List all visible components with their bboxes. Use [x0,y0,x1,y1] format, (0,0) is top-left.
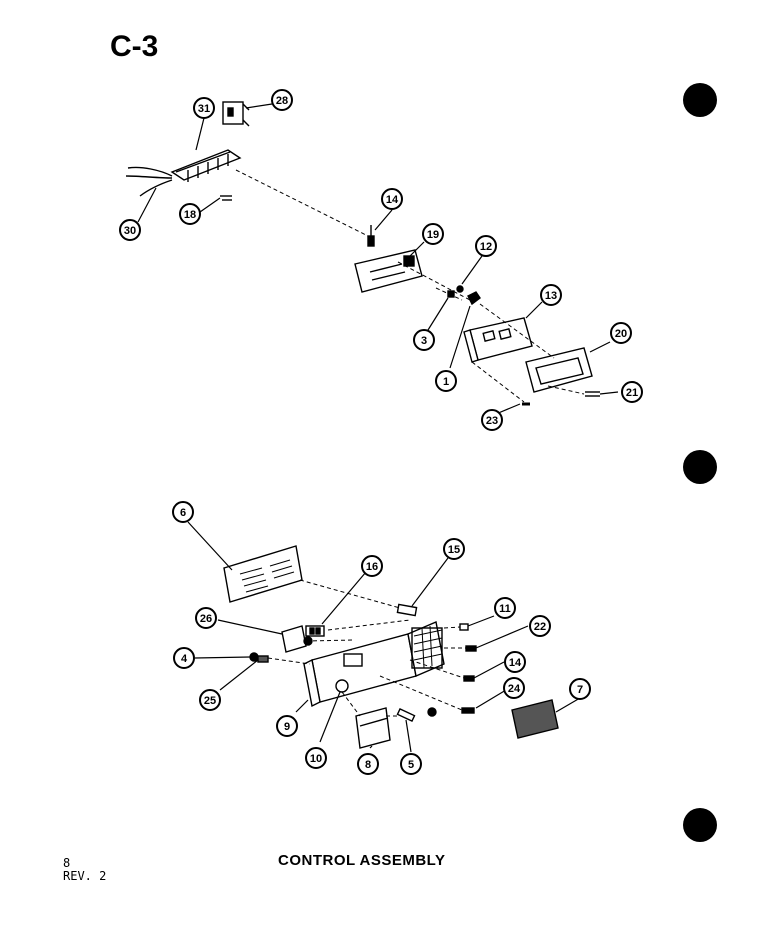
callout-15: 15 [443,538,465,560]
part-screw-18 [220,195,232,201]
callout-11: 11 [494,597,516,619]
binder-hole-middle [683,450,717,484]
svg-text:10: 10 [310,753,322,765]
part-display-lens [525,347,593,393]
callout-8: 8 [357,753,379,775]
callout-10: 10 [305,747,327,769]
callout-31: 31 [193,97,215,119]
svg-text:13: 13 [545,290,557,302]
part-screw-14-upper [367,225,375,247]
svg-text:19: 19 [427,229,439,241]
svg-text:30: 30 [124,225,136,237]
lower-assembly-lines [267,579,466,717]
callout-14-upper: 14 [381,188,403,210]
svg-text:25: 25 [204,695,216,707]
callout-16: 16 [361,555,383,577]
callout-22: 22 [529,615,551,637]
part-circuit-board [223,545,303,603]
callout-21: 21 [621,381,643,403]
svg-text:1: 1 [443,376,449,388]
callouts: 31 28 30 18 14 19 12 3 1 13 20 23 21 6 1… [119,89,643,775]
svg-text:6: 6 [180,507,186,519]
callout-18: 18 [179,203,201,225]
callout-9: 9 [276,715,298,737]
svg-text:22: 22 [534,621,546,633]
callout-13: 13 [540,284,562,306]
callout-3: 3 [413,329,435,351]
part-wires [125,166,173,197]
part-bolt-15 [396,603,418,617]
part-spacer [456,285,464,293]
upper-assembly-lines [235,169,585,403]
callout-6: 6 [172,501,194,523]
part-keypad [511,699,559,739]
svg-text:8: 8 [365,759,371,771]
page-code: C-3 [110,30,159,63]
part-screw-3 [447,290,455,298]
callout-4: 4 [173,647,195,669]
callout-7: 7 [569,678,591,700]
svg-text:23: 23 [486,415,498,427]
part-screw-5 [396,707,416,723]
diagram-caption: CONTROL ASSEMBLY [278,852,446,869]
svg-text:28: 28 [276,95,288,107]
svg-text:14: 14 [386,194,399,206]
part-connector [305,625,325,637]
binder-hole-bottom [683,808,717,842]
part-screw-14-lower [463,675,475,682]
part-screw-22 [465,645,477,652]
part-chassis [303,621,445,708]
page-number: 8 [63,856,71,870]
svg-text:21: 21 [626,387,638,399]
part-screw-11 [459,623,469,631]
svg-text:5: 5 [408,759,414,771]
callout-12: 12 [475,235,497,257]
upper-assembly [125,101,600,406]
svg-text:20: 20 [615,328,627,340]
svg-text:3: 3 [421,335,427,347]
svg-text:11: 11 [499,603,511,615]
svg-text:14: 14 [509,657,522,669]
svg-text:9: 9 [284,721,290,733]
svg-text:24: 24 [508,683,521,695]
part-spring [257,655,269,663]
svg-text:18: 18 [184,209,196,221]
part-screw-21 [585,391,600,397]
callout-30: 30 [119,219,141,241]
svg-text:4: 4 [181,653,188,665]
page-number-block: 8 REV. 2 [63,857,106,883]
svg-text:26: 26 [200,613,212,625]
callout-20: 20 [610,322,632,344]
part-knob [335,679,349,693]
callout-24: 24 [503,677,525,699]
callout-23: 23 [481,409,503,431]
svg-text:12: 12 [480,241,492,253]
callout-28: 28 [271,89,293,111]
svg-text:16: 16 [366,561,378,573]
svg-text:7: 7 [577,684,583,696]
svg-text:15: 15 [448,544,460,556]
part-bracket-plate [354,249,423,293]
revision-label: REV. 2 [63,869,107,883]
part-washer [427,707,437,717]
callout-5: 5 [400,753,422,775]
part-screw-24 [461,707,475,714]
part-nut [249,652,259,662]
binder-hole-top [683,83,717,117]
part-control-panel [463,317,533,363]
svg-text:31: 31 [198,103,210,115]
lower-assembly [223,545,559,749]
part-clip [467,291,481,306]
callout-19: 19 [422,223,444,245]
part-lower-bracket [355,707,391,749]
part-switch [222,101,250,127]
part-terminal-strip [170,149,242,182]
callout-leader-lines [137,103,619,753]
callout-25: 25 [199,689,221,711]
callout-26: 26 [195,607,217,629]
callout-14-lower: 14 [504,651,526,673]
callout-1: 1 [435,370,457,392]
